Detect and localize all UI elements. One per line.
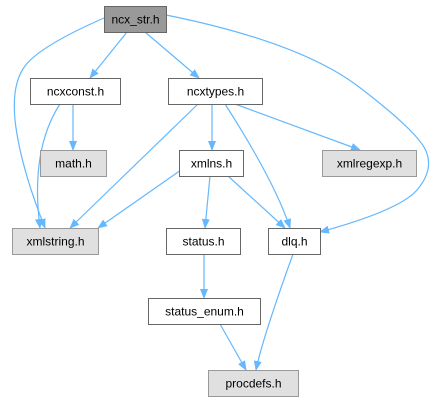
node-ncx-str[interactable]: ncx_str.h bbox=[104, 6, 167, 33]
node-label: math.h bbox=[55, 157, 92, 171]
edge-ncx_str-to-xmlstring bbox=[13, 17, 105, 229]
edge-ncxtypes-to-dlq bbox=[224, 103, 292, 229]
node-label: status.h bbox=[182, 235, 224, 249]
node-box[interactable] bbox=[148, 298, 261, 325]
edge-ncx_str-to-dlq bbox=[165, 14, 430, 234]
edge-ncx_str-to-ncxtypes bbox=[144, 31, 200, 79]
node-label: ncxtypes.h bbox=[187, 85, 244, 99]
node-box[interactable] bbox=[40, 150, 107, 177]
node-box[interactable] bbox=[322, 150, 417, 177]
node-xmlns[interactable]: xmlns.h bbox=[179, 150, 244, 177]
node-label: status_enum.h bbox=[165, 305, 244, 319]
node-status-enum[interactable]: status_enum.h bbox=[148, 298, 261, 325]
edge-xmlns-to-xmlstring bbox=[97, 169, 182, 229]
node-box[interactable] bbox=[30, 78, 121, 105]
node-math[interactable]: math.h bbox=[40, 150, 107, 177]
edge-ncxtypes-to-xmlstring bbox=[69, 103, 199, 229]
node-status[interactable]: status.h bbox=[166, 228, 241, 255]
node-box[interactable] bbox=[12, 228, 99, 255]
node-xmlregexp[interactable]: xmlregexp.h bbox=[322, 150, 417, 177]
edge-ncxtypes-to-xmlregexp bbox=[234, 103, 361, 151]
node-procdefs[interactable]: procdefs.h bbox=[208, 370, 299, 397]
node-box[interactable] bbox=[104, 6, 167, 33]
node-label: xmlregexp.h bbox=[337, 157, 402, 171]
node-box[interactable] bbox=[208, 370, 299, 397]
node-label: ncx_str.h bbox=[111, 13, 159, 27]
node-label: ncxconst.h bbox=[47, 85, 104, 99]
node-label: procdefs.h bbox=[225, 377, 281, 391]
node-box[interactable] bbox=[179, 150, 244, 177]
node-xmlstring[interactable]: xmlstring.h bbox=[12, 228, 99, 255]
node-box[interactable] bbox=[166, 228, 241, 255]
edge-ncx_str-to-ncxconst bbox=[89, 31, 128, 79]
node-dlq[interactable]: dlq.h bbox=[268, 228, 321, 255]
edge-dlq-to-procdefs bbox=[253, 253, 294, 371]
edge-xmlns-to-dlq bbox=[227, 175, 286, 229]
node-label: xmlns.h bbox=[191, 157, 232, 171]
nodes-layer: ncx_str.h ncxconst.h ncxtypes.h math.h xmlns… bbox=[12, 6, 417, 397]
edge-xmlns-to-status bbox=[201, 175, 211, 229]
node-label: xmlstring.h bbox=[26, 235, 84, 249]
node-box[interactable] bbox=[168, 78, 263, 105]
node-label: dlq.h bbox=[281, 235, 307, 249]
node-box[interactable] bbox=[268, 228, 321, 255]
edge-status_enum-to-procdefs bbox=[219, 323, 247, 371]
node-ncxtypes[interactable]: ncxtypes.h bbox=[168, 78, 263, 105]
node-ncxconst[interactable]: ncxconst.h bbox=[30, 78, 121, 105]
